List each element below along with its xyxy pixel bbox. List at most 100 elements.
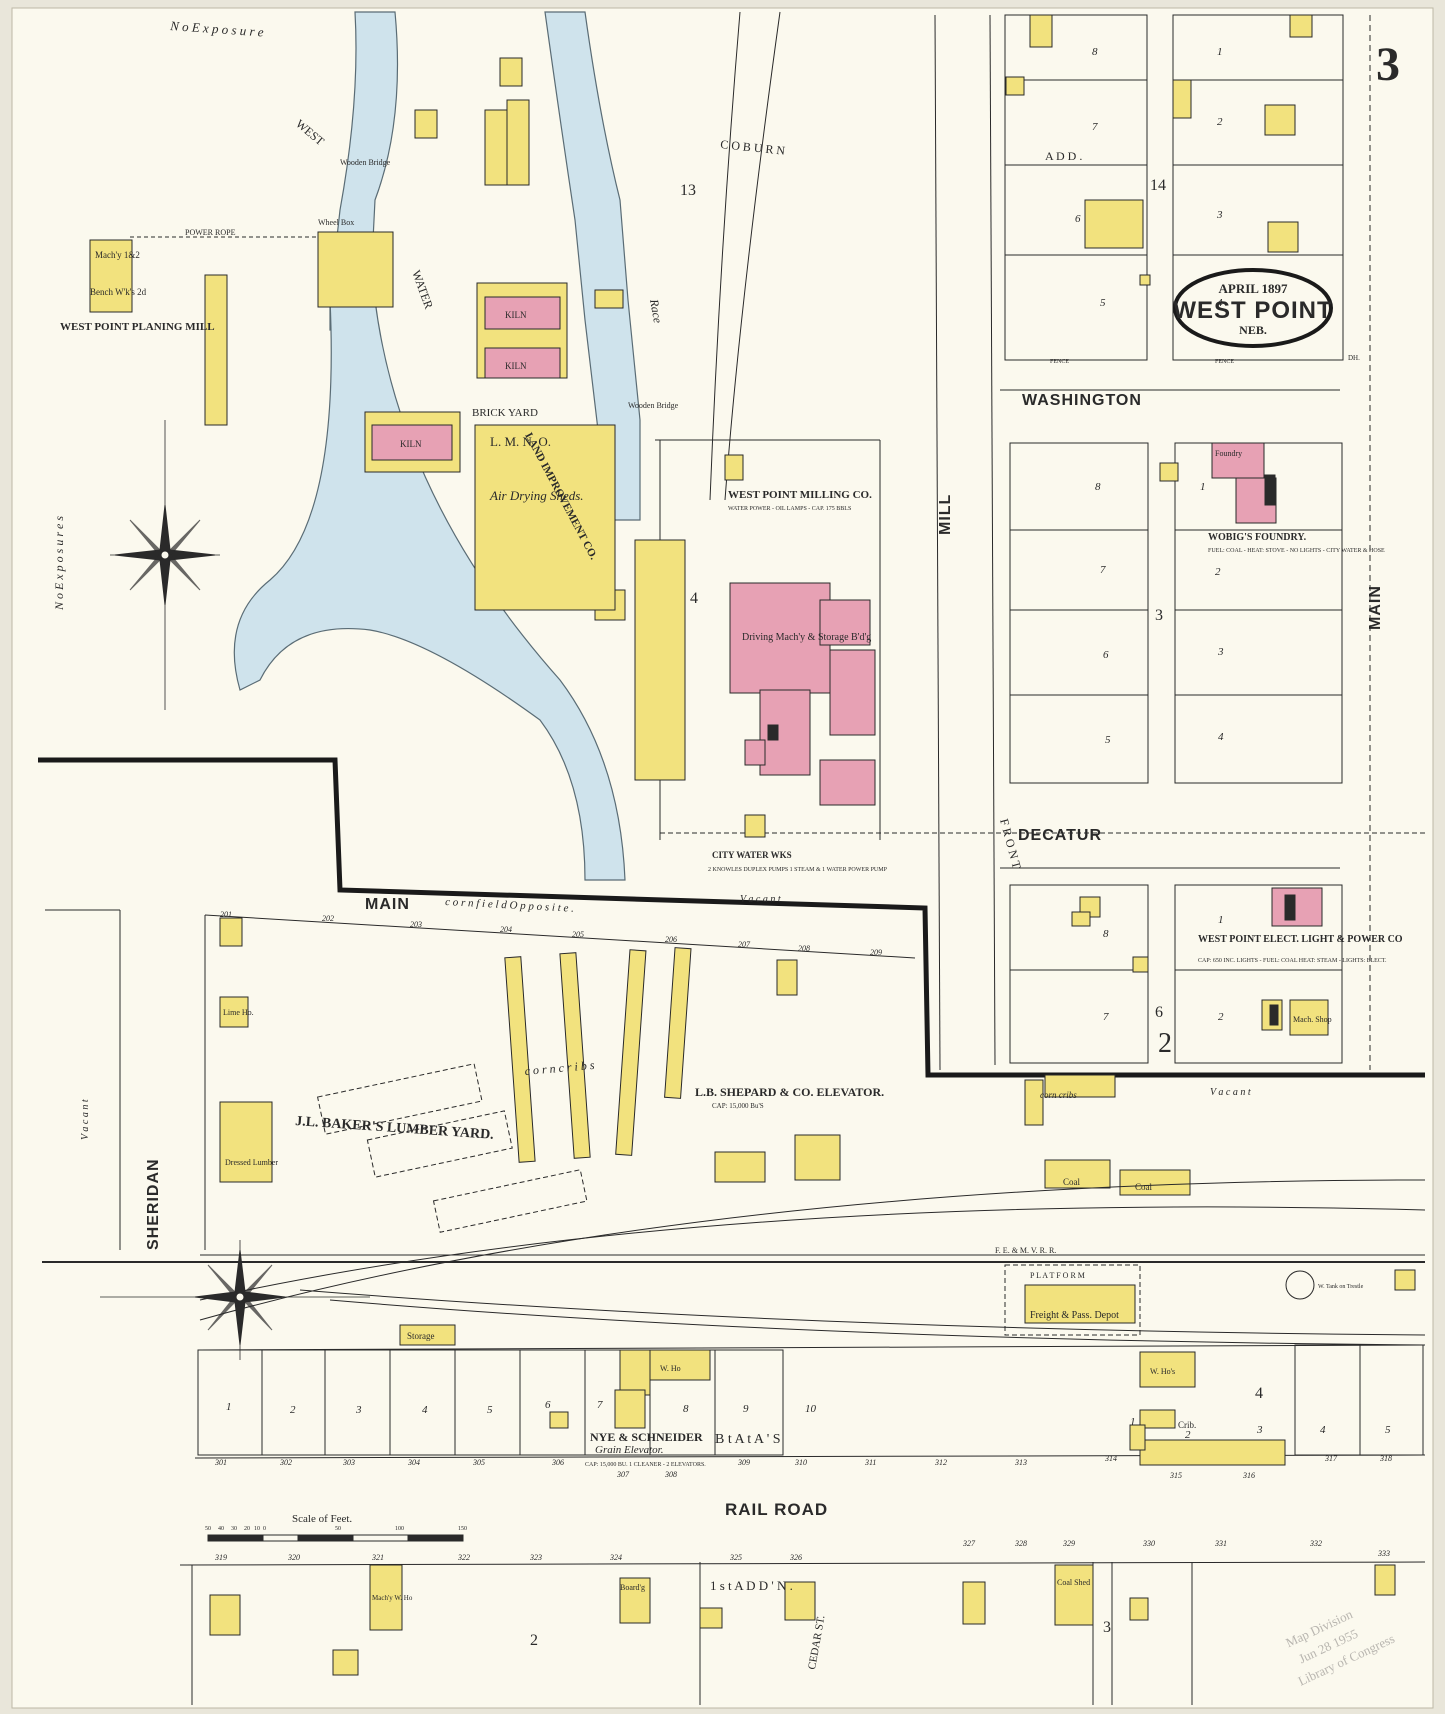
scale-ticks: 50 40 30 20 10 0 50 100 150	[205, 1526, 467, 1532]
street-decatur: DECATUR	[1018, 827, 1102, 844]
block-number: 14	[1150, 177, 1166, 194]
address-number: 332	[1309, 1539, 1322, 1548]
brick-yard-label: BRICK YARD	[472, 407, 538, 419]
kiln-label-3: KILN	[400, 439, 422, 449]
crib-label: Crib.	[1178, 1420, 1196, 1430]
address-number: 317	[1324, 1454, 1338, 1463]
block-number: 4	[1255, 1385, 1263, 1402]
lot-number: 5	[1105, 734, 1111, 746]
address-number: 329	[1062, 1539, 1075, 1548]
block-number: 3	[1103, 1619, 1111, 1636]
fe-mv-rr-label: F. E. & M. V. R. R.	[995, 1246, 1056, 1255]
scale-tick: 40	[218, 1526, 224, 1532]
scale-tick: 20	[244, 1526, 250, 1532]
address-number: 308	[664, 1470, 677, 1479]
lot-number: 3	[1217, 646, 1224, 658]
lot-number: 7	[1103, 1011, 1109, 1023]
address-number: 208	[798, 944, 810, 953]
scale-tick: 50	[335, 1526, 341, 1532]
btas-label: B t A t A ' S	[715, 1432, 781, 1447]
coal-label-2: Coal	[1135, 1182, 1152, 1192]
lot-number: 8	[1092, 46, 1098, 58]
address-number: 207	[738, 940, 751, 949]
address-number: 201	[220, 910, 232, 919]
scale-tick: 30	[231, 1526, 237, 1532]
foundry-label: Foundry	[1215, 449, 1242, 458]
scale-tick: 50	[205, 1526, 211, 1532]
address-number: 312	[934, 1458, 947, 1467]
bench-wks-label: Bench W'k's 2d	[90, 287, 147, 297]
street-mill: MILL	[937, 494, 954, 535]
block-number: 2	[1158, 1028, 1172, 1059]
street-rail-road: RAIL ROAD	[725, 1500, 828, 1519]
street-coburn: C O B U R N	[720, 137, 786, 158]
address-number: 209	[870, 948, 882, 957]
city-water-label: CITY WATER WKS	[712, 850, 792, 860]
lot-number: 1	[1218, 914, 1224, 926]
street-washington: WASHINGTON	[1022, 392, 1142, 409]
elect-note: CAP: 650 INC. LIGHTS - FUEL: COAL HEAT: …	[1198, 958, 1387, 964]
brick-yard	[364, 57, 624, 611]
corn-cribs	[504, 947, 692, 1163]
block-number: 3	[1155, 607, 1163, 624]
lot-number: 6	[545, 1399, 551, 1411]
lmno-label: L. M. N. O.	[490, 434, 551, 449]
first-addn-label: 1 s t A D D ' N .	[710, 1578, 793, 1593]
lot-number: 2	[1218, 1011, 1224, 1023]
south-main-buildings	[219, 917, 1191, 1196]
milling-co-label: WEST POINT MILLING CO.	[728, 489, 872, 501]
vacant-label-2: V a c a n t	[1210, 1087, 1251, 1098]
address-number: 305	[472, 1458, 485, 1467]
address-number: 324	[609, 1553, 622, 1562]
scale-tick: 100	[395, 1526, 404, 1532]
lime-ho-label: Lime Ho.	[223, 1008, 254, 1017]
block-number: 2	[530, 1632, 538, 1649]
whos-label: W. Ho's	[1150, 1367, 1175, 1376]
lumber-yard	[316, 1063, 588, 1233]
power-rope-label: POWER ROPE	[185, 228, 236, 237]
cartouche-city: WEST POINT	[1173, 297, 1332, 324]
lot-number: 3	[1216, 209, 1223, 221]
lot-number: 5	[1385, 1424, 1391, 1436]
address-number: 328	[1014, 1539, 1027, 1548]
rr-frontage	[197, 1344, 1424, 1456]
address-number: 205	[572, 930, 584, 939]
address-number: 307	[616, 1470, 630, 1479]
city-water-note: 2 KNOWLES DUPLEX PUMPS 1 STEAM & 1 WATER…	[708, 867, 888, 873]
coal-shed-label: Coal Shed	[1057, 1578, 1090, 1587]
planing-mill-label: WEST POINT PLANING MILL	[60, 321, 215, 333]
coal-label-1: Coal	[1063, 1177, 1080, 1187]
elect-light-label: WEST POINT ELECT. LIGHT & POWER CO	[1198, 934, 1403, 945]
address-number: 204	[500, 925, 512, 934]
address-number: 313	[1014, 1458, 1027, 1467]
lot-number: 7	[1100, 564, 1106, 576]
wheel-box-label: Wheel Box	[318, 218, 354, 227]
kiln-label-1: KILN	[505, 310, 527, 320]
address-number: 306	[551, 1458, 564, 1467]
lot-number: 2	[1217, 116, 1223, 128]
street-main-v: MAIN	[1367, 585, 1384, 630]
lot-number: 1	[226, 1401, 232, 1413]
lot-number: 2	[1215, 566, 1221, 578]
lot-number: 8	[683, 1403, 689, 1415]
address-number: 333	[1377, 1549, 1390, 1558]
kiln-label-2: KILN	[505, 361, 527, 371]
lot-number: 4	[1218, 731, 1224, 743]
fence-label-1: FENCE	[1050, 359, 1069, 365]
block-3	[1009, 442, 1343, 784]
block-2	[1009, 884, 1343, 1064]
address-number: 330	[1142, 1539, 1155, 1548]
scale-bar	[207, 1534, 464, 1542]
scale-tick: 10	[254, 1526, 260, 1532]
wooden-bridge-1: Wooden Bridge	[340, 158, 391, 167]
scale-tick: 0	[263, 1526, 266, 1532]
address-number: 326	[789, 1553, 802, 1562]
west-point-milling-co	[594, 454, 876, 838]
wooden-bridge-2: Wooden Bridge	[628, 401, 679, 410]
cartouche-state: NEB.	[1239, 323, 1267, 337]
address-number: 314	[1104, 1454, 1117, 1463]
scale-label: Scale of Feet.	[292, 1513, 352, 1525]
no-exposure-top: N o E x p o s u r e	[169, 18, 265, 40]
block-14	[1004, 14, 1344, 361]
machy-who-label: Mach'y W. Ho	[372, 1594, 413, 1602]
